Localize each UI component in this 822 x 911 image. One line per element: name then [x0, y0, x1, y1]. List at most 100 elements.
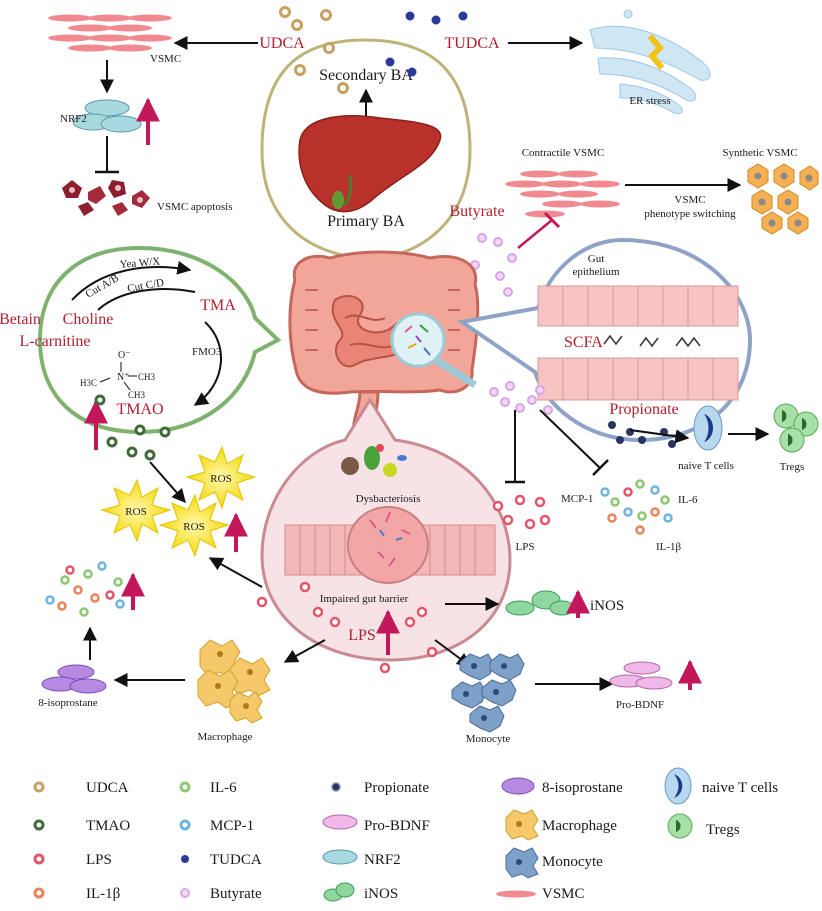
macrophage-label: Macrophage [198, 731, 253, 743]
legend-butyrate-icon [180, 888, 190, 898]
lps-right-label: LPS [516, 541, 535, 553]
legend-mcp1-icon [179, 819, 191, 831]
inos-label: iNOS [590, 598, 624, 614]
legend-naive-t-icon [664, 767, 692, 805]
legend-col1-2: LPS [86, 852, 112, 868]
macrophage-icon [197, 639, 271, 724]
ros-star-2: ROS [185, 445, 257, 510]
synthetic-vsmc-icon [747, 163, 819, 235]
monocyte-icon [451, 653, 525, 733]
butyrate-label: Butyrate [449, 203, 504, 220]
legend-pro-bdnf-icon [322, 814, 358, 830]
legend-col2-1: MCP-1 [210, 818, 254, 834]
contractile-vsmc-label: Contractile VSMC [522, 147, 605, 159]
cytokine-right-dots [600, 479, 673, 535]
gut-epithelium-bottom [537, 357, 739, 401]
lps-center-label: LPS [348, 627, 376, 644]
legend-tregs-icon [667, 813, 693, 839]
isoprostane-label: 8-isoprostane [38, 697, 97, 709]
secondary-ba-label: Secondary BA [319, 67, 413, 84]
epithelium-label: epithelium [572, 266, 619, 278]
tregs-icon [773, 403, 819, 453]
legend-nrf2-icon [322, 849, 358, 865]
legend-monocyte-icon [505, 847, 539, 879]
isoprostane-icon [41, 664, 107, 694]
impaired-barrier-label: Impaired gut barrier [320, 593, 409, 605]
legend: UDCA TMAO LPS IL-1β IL-6 MCP-1 TUDCA But… [33, 767, 778, 902]
scfa-label: SCFA [564, 334, 603, 351]
lps-right-dots [492, 494, 551, 530]
legend-col5-1: Tregs [706, 822, 740, 838]
ros1-label: ROS [125, 506, 146, 518]
legend-col1-1: TMAO [86, 818, 130, 834]
tma-label: TMA [200, 297, 236, 314]
legend-col3-3: iNOS [364, 886, 398, 902]
l-carnitine-label: L-carnitine [19, 333, 90, 350]
legend-tmao-icon [33, 819, 45, 831]
legend-propionate-icon [331, 782, 341, 792]
vsmc-switch-label-1: VSMC [674, 194, 705, 206]
ros3-label: ROS [183, 521, 204, 533]
tregs-label: Tregs [780, 461, 805, 473]
tudca-label: TUDCA [444, 35, 500, 52]
legend-col5-0: naive T cells [702, 780, 778, 796]
tmao-n-plus: N⁺ [117, 372, 130, 383]
legend-il6-icon [179, 781, 191, 793]
pro-bdnf-icon [609, 661, 673, 690]
vsmc-icon-top [48, 14, 172, 52]
legend-col4-0: 8-isoprostane [542, 780, 623, 796]
scfa-structures [603, 334, 701, 348]
legend-isoprostane-icon [501, 777, 535, 795]
liver-balloon: Secondary BA Primary BA [260, 38, 472, 288]
udca-label: UDCA [259, 35, 305, 52]
bacteria-icon [341, 444, 407, 477]
legend-inos-icon [323, 882, 355, 902]
gut-label: Gut [588, 253, 605, 265]
contractile-vsmc-icon [505, 170, 620, 218]
vsmc-apoptosis-label: VSMC apoptosis [157, 201, 233, 213]
yea-wx-label: Yea W/X [119, 255, 160, 270]
tmao-o-minus: O⁻ [118, 350, 131, 361]
legend-vsmc-icon [496, 890, 536, 898]
fmo3-label: FMO3 [192, 346, 222, 358]
udca-dots [279, 6, 349, 94]
tmao-h3c: H3C [80, 378, 97, 388]
gut-epithelium-top [537, 285, 739, 327]
nrf2-label: NRF2 [60, 113, 87, 125]
tmao-structure: O⁻ N⁺ H3C CH3 CH3 [80, 350, 156, 400]
legend-tudca-icon [181, 855, 189, 863]
legend-col4-3: VSMC [542, 886, 585, 902]
er-stress-icon [589, 9, 711, 115]
ros-star-3: ROS [158, 493, 230, 558]
monocyte-label: Monocyte [466, 733, 511, 745]
butyrate-dots-lower [489, 381, 553, 415]
legend-col2-2: TUDCA [210, 852, 262, 868]
legend-col2-0: IL-6 [210, 780, 237, 796]
mcp1-label: MCP-1 [561, 493, 593, 505]
er-stress-label: ER stress [629, 95, 670, 107]
legend-col1-3: IL-1β [86, 886, 120, 902]
legend-col2-3: Butyrate [210, 886, 262, 902]
tmao-label: TMAO [116, 401, 163, 418]
primary-ba-label: Primary BA [327, 213, 405, 230]
legend-col4-2: Monocyte [542, 854, 603, 870]
tudca-dots [385, 11, 468, 77]
legend-il1b-icon [33, 887, 45, 899]
lps-center-dots [256, 581, 438, 674]
intestine-icon [288, 250, 480, 442]
vsmc-apoptosis-icon [62, 180, 150, 216]
pro-bdnf-label: Pro-BDNF [616, 699, 664, 711]
legend-lps-icon [33, 853, 45, 865]
legend-udca-icon [33, 781, 45, 793]
naive-t-cell-icon [693, 405, 723, 451]
legend-col3-2: NRF2 [364, 852, 401, 868]
barrier-epithelium [284, 506, 496, 584]
choline-label: Choline [63, 311, 114, 328]
synthetic-vsmc-label: Synthetic VSMC [722, 147, 797, 159]
tmao-ch3-b: CH3 [128, 390, 146, 400]
nrf2-icon [72, 99, 142, 133]
ros2-label: ROS [210, 473, 231, 485]
liver-icon [298, 115, 442, 213]
vsmc-top-label: VSMC [150, 53, 181, 65]
legend-col1-0: UDCA [86, 780, 129, 796]
